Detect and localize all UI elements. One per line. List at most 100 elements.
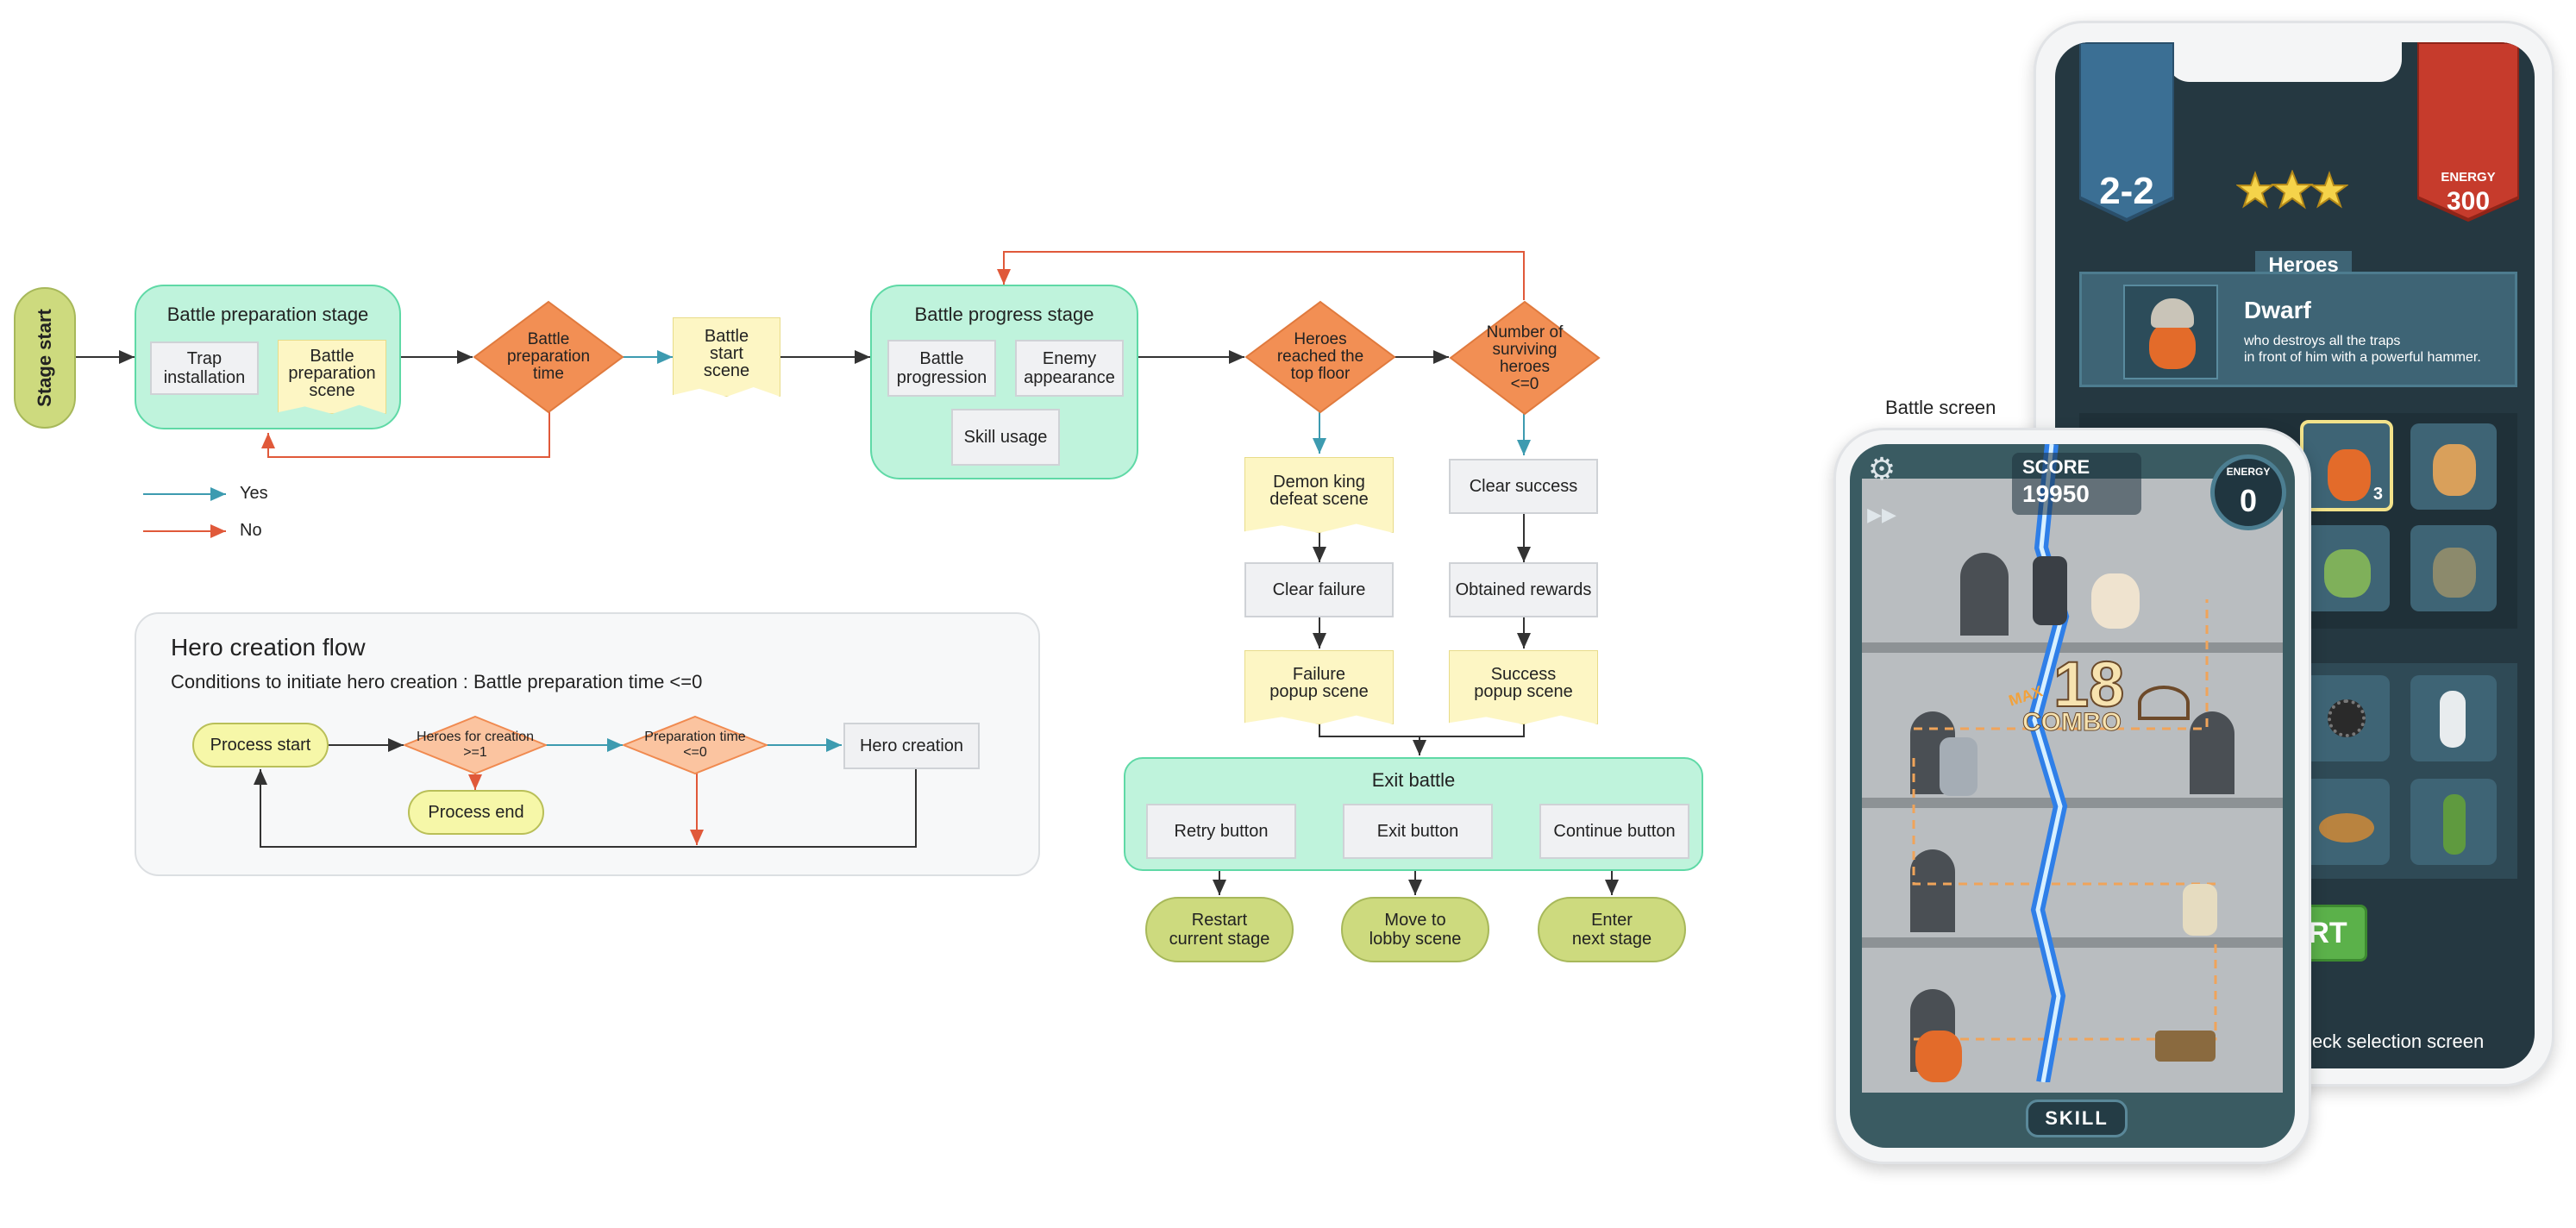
trap-card[interactable]: [2303, 779, 2390, 865]
trap-card[interactable]: [2303, 675, 2390, 761]
skill-button[interactable]: SKILL: [2026, 1100, 2128, 1137]
nest-icon: [2319, 813, 2374, 843]
trap-card[interactable]: [2410, 779, 2497, 865]
move-to-lobby-node: Move to lobby scene: [1341, 897, 1489, 962]
battle-phone: MAX 18 COMBO ⚙ ▶▶ SCORE 19950 ENERGY 0 S…: [1833, 428, 2311, 1164]
heroes-for-creation-diamond: [404, 716, 547, 774]
heroes-for-creation-label: Heroes for creation >=1: [416, 730, 535, 760]
hero-card[interactable]: [2410, 423, 2497, 510]
turtle-icon: [2324, 549, 2371, 598]
prep-time-diamond: [473, 300, 624, 414]
hero-arrow-loop: [254, 769, 917, 848]
hero-flow-condition: Conditions to initiate hero creation : B…: [171, 671, 703, 692]
soldier-icon: [2433, 548, 2476, 598]
hero-card[interactable]: 3: [2300, 420, 2393, 511]
deck-screen-caption: Deck selection screen: [2298, 1031, 2485, 1052]
battle-progression-box: Battle progression: [887, 340, 996, 397]
battle-preparation-stage: Battle preparation stage Trap installati…: [135, 285, 401, 429]
battle-start-scene-doc: Battle start scene: [673, 317, 780, 397]
battle-energy-label: ENERGY: [2226, 466, 2271, 478]
snake-icon: [2440, 691, 2466, 748]
dwarf-icon: [2328, 449, 2371, 501]
hero-detail-card: Dwarf who destroys all the traps in fron…: [2079, 272, 2517, 387]
fast-forward-button[interactable]: ▶▶: [1864, 499, 1900, 530]
legend-no-label: No: [240, 521, 262, 540]
skeleton-enemy: [2183, 884, 2217, 936]
progress-stage-title: Battle progress stage: [914, 304, 1094, 325]
crossbow-trap: [2138, 686, 2190, 720]
combo-number: 18: [2053, 648, 2125, 721]
knight-enemy: [2033, 556, 2067, 625]
arrow-time-no: [261, 412, 550, 458]
dwarf-hero: [1915, 1031, 1962, 1082]
fast-forward-icon: ▶▶: [1867, 504, 1896, 525]
tower-window: [2190, 711, 2234, 794]
process-start-node: Process start: [192, 723, 329, 768]
battle-screen-caption: Battle screen: [1885, 397, 1996, 418]
enter-next-stage-node: Enter next stage: [1538, 897, 1686, 962]
enemy-appearance-box: Enemy appearance: [1015, 340, 1124, 397]
star-icon: [2310, 171, 2348, 209]
hero-card[interactable]: [2303, 525, 2390, 611]
battle-screen: MAX 18 COMBO ⚙ ▶▶ SCORE 19950 ENERGY 0 S…: [1850, 444, 2295, 1148]
stage-banner: [2079, 42, 2174, 222]
card-count: 3: [2372, 485, 2383, 504]
stars-rating: [2236, 170, 2348, 210]
energy-gauge: ENERGY 0: [2210, 454, 2286, 530]
arrow-successpopup-merge: [1413, 717, 1525, 755]
top-floor-diamond: [1244, 300, 1396, 414]
archer-icon: [2433, 444, 2476, 496]
exit-battle-box: Exit battle Retry button Exit button Con…: [1124, 757, 1703, 871]
top-floor-label: Heroes reached the top floor: [1276, 330, 1364, 383]
hero-flow-title: Hero creation flow: [171, 634, 366, 661]
demon-king-defeat-scene-doc: Demon king defeat scene: [1244, 457, 1394, 533]
deck-energy-label: ENERGY: [2441, 170, 2496, 185]
obtained-rewards-box: Obtained rewards: [1449, 562, 1598, 617]
restart-current-stage-node: Restart current stage: [1145, 897, 1294, 962]
battle-preparation-scene-doc: Battle preparation scene: [278, 340, 386, 414]
hero-description: who destroys all the traps in front of h…: [2244, 334, 2481, 365]
stage-start-node: Stage start: [14, 287, 76, 429]
spiked-ball-icon: [2328, 699, 2366, 737]
exit-button-box: Exit button: [1343, 804, 1493, 859]
tower-floor: [1862, 937, 2283, 948]
enemy-path: [1912, 599, 2217, 1041]
dwarf-beard: [2149, 321, 2196, 369]
settings-button[interactable]: ⚙: [1864, 451, 1900, 487]
preparation-time-label: Preparation time <=0: [644, 730, 746, 760]
battle-progress-stage: Battle progress stage Battle progression…: [870, 285, 1138, 479]
combo-label: COMBO: [2022, 708, 2122, 737]
arrow-surviving-no-loop: [997, 251, 1525, 300]
stage-start-label: Stage start: [34, 309, 55, 407]
trap-card[interactable]: [2410, 675, 2497, 761]
armored-hero: [1940, 737, 1977, 796]
cactus-icon: [2443, 794, 2466, 855]
tower-floor: [1862, 798, 2283, 808]
tower-window: [1910, 849, 1955, 932]
star-icon: [2236, 171, 2275, 209]
process-end-node: Process end: [408, 790, 544, 835]
skill-usage-box: Skill usage: [951, 409, 1060, 466]
trap-installation-box: Trap installation: [150, 341, 259, 395]
tower-window: [1960, 553, 2009, 636]
phone-notch: [2167, 42, 2402, 82]
hero-card[interactable]: [2410, 525, 2497, 611]
preparation-time-diamond: [623, 716, 768, 774]
score-value: 19950: [2022, 480, 2090, 507]
ballista-trap: [2155, 1031, 2216, 1062]
surviving-heroes-label: Number of surviving heroes <=0: [1486, 323, 1564, 393]
hero-name: Dwarf: [2244, 297, 2311, 323]
success-popup-scene-doc: Success popup scene: [1449, 650, 1598, 724]
retry-button-box: Retry button: [1146, 804, 1296, 859]
star-icon: [2271, 170, 2314, 210]
hero-creation-box: Hero creation: [843, 723, 980, 769]
deck-energy-value: 300: [2446, 187, 2491, 216]
prep-stage-title: Battle preparation stage: [166, 304, 369, 325]
chubby-hero: [2091, 573, 2140, 629]
dwarf-portrait: [2123, 285, 2218, 379]
score-label: SCORE: [2022, 456, 2090, 478]
lightning-effect: [2027, 444, 2070, 1082]
exit-battle-title: Exit battle: [1371, 769, 1456, 791]
battle-energy-value: 0: [2239, 483, 2258, 518]
surviving-heroes-diamond: [1449, 300, 1601, 416]
